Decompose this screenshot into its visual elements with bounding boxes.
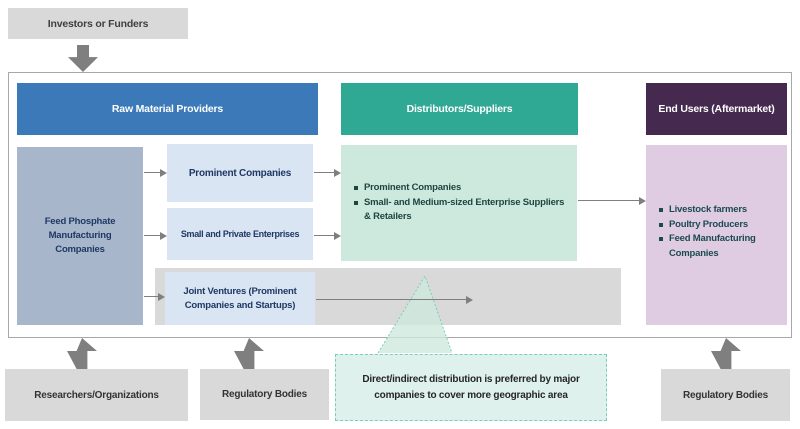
researchers-organizations-box: Researchers/Organizations [5,369,188,421]
distributors-list-box: Prominent Companies Small- and Medium-si… [341,145,577,261]
list-item: Livestock farmers [658,203,783,218]
regulatory-bodies-right-box: Regulatory Bodies [661,369,790,421]
joint-ventures-box: Joint Ventures (Prominent Companies and … [165,272,315,325]
header-end-users-label: End Users (Aftermarket) [658,103,775,115]
list-item: Feed Manufacturing Companies [658,232,783,261]
down-arrow-icon [68,45,98,72]
arrow-small-private-to-distributors [314,231,341,240]
researchers-organizations-label: Researchers/Organizations [34,389,159,401]
regulatory-bodies-right-label: Regulatory Bodies [683,389,768,401]
arrow-distributors-to-end-users [578,196,646,205]
header-distributors-label: Distributors/Suppliers [406,103,513,115]
list-item: Poultry Producers [658,218,783,233]
joint-ventures-label: Joint Ventures (Prominent Companies and … [183,285,297,311]
arrow-prominent-to-distributors [314,168,341,177]
feed-phosphate-manufacturers-box: Feed Phosphate Manufacturing Companies [17,147,143,325]
header-end-users: End Users (Aftermarket) [646,83,787,135]
arrow-feed-to-joint-ventures [144,292,165,301]
list-item: Small- and Medium-sized Enterprise Suppl… [353,196,569,225]
prominent-companies-label: Prominent Companies [188,167,292,179]
small-private-enterprises-label: Small and Private Enterprises [180,229,300,239]
callout-text: Direct/indirect distribution is preferre… [362,373,580,401]
header-raw-material-providers: Raw Material Providers [17,83,318,135]
arrow-joint-ventures-direct [316,295,473,304]
callout-note: Direct/indirect distribution is preferre… [335,354,607,421]
regulatory-bodies-left-label: Regulatory Bodies [222,389,307,400]
callout-pointer-triangle [377,274,453,354]
investors-label: Investors or Funders [47,17,149,30]
end-users-list-box: Livestock farmers Poultry Producers Feed… [646,145,787,325]
investors-box: Investors or Funders [8,8,188,39]
up-arrow-icon [234,338,264,369]
regulatory-bodies-left-box: Regulatory Bodies [200,369,329,420]
end-users-list: Livestock farmers Poultry Producers Feed… [658,203,783,262]
arrow-feed-to-prominent [144,168,167,177]
small-private-enterprises-box: Small and Private Enterprises [167,208,313,260]
prominent-companies-box: Prominent Companies [167,144,313,202]
header-raw-material-label: Raw Material Providers [111,103,224,115]
arrow-feed-to-small-private [144,231,167,240]
up-arrow-icon [711,338,741,369]
list-item: Prominent Companies [353,181,569,196]
up-arrow-icon [67,338,97,369]
distributors-list: Prominent Companies Small- and Medium-si… [353,181,569,225]
feed-phosphate-manufacturers-label: Feed Phosphate Manufacturing Companies [44,215,116,256]
header-distributors-suppliers: Distributors/Suppliers [341,83,578,135]
